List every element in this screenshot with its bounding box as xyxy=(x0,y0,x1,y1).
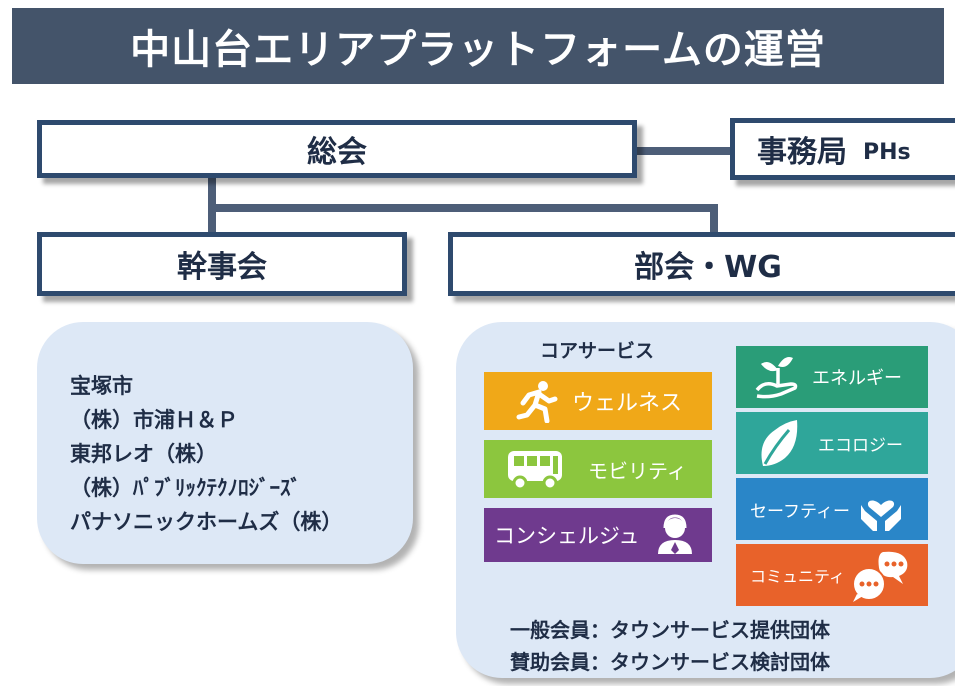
connector-branch-horizontal xyxy=(208,204,718,212)
member-item: 宝塚市 xyxy=(70,374,133,398)
service-label: セーフティー xyxy=(750,501,850,522)
chat-bubbles-icon xyxy=(849,546,913,604)
executive-label: 幹事会 xyxy=(177,250,267,285)
secretariat-tag: PHs xyxy=(863,139,911,165)
membership-general: 一般会員：タウンサービス提供団体 xyxy=(510,618,830,642)
executive-members-panel xyxy=(37,322,413,564)
member-item: 東邦レオ（株） xyxy=(70,442,217,466)
subcommittee-label: 部会・WG xyxy=(634,250,782,285)
membership-supporting: 賛助会員：タウンサービス検討団体 xyxy=(510,650,830,674)
bus-icon xyxy=(504,444,566,494)
service-label: モビリティ xyxy=(588,458,687,483)
subcommittee-box: 部会・WG xyxy=(448,232,955,296)
service-label: コミュニティ xyxy=(750,567,846,586)
service-label: コンシェルジュ xyxy=(494,524,640,548)
connector-branch-right-down xyxy=(710,204,718,234)
service-tile-wellness: ウェルネス xyxy=(484,372,712,430)
service-tile-ecology: エコロジー xyxy=(736,412,928,474)
executive-box: 幹事会 xyxy=(37,232,407,296)
service-label: ウェルネス xyxy=(572,391,683,416)
secretariat-label: 事務局 xyxy=(757,135,847,170)
service-tile-energy: エネルギー xyxy=(736,346,928,408)
secretariat-box: 事務局 PHs xyxy=(730,118,955,180)
member-item: （株）市浦Ｈ＆Ｐ xyxy=(70,408,238,432)
connector-assembly-secretariat xyxy=(634,147,736,155)
service-label: エコロジー xyxy=(818,435,903,456)
page-title: 中山台エリアプラットフォームの運営 xyxy=(130,27,826,73)
core-services-heading: コアサービス xyxy=(540,340,655,362)
service-tile-mobility: モビリティ xyxy=(484,440,712,498)
concierge-icon xyxy=(652,512,698,558)
title-bar: 中山台エリアプラットフォームの運営 xyxy=(12,8,944,84)
heart-hands-icon xyxy=(856,482,906,536)
service-tile-community: コミュニティ xyxy=(736,544,928,606)
member-item: （株）ﾊﾟﾌﾞﾘｯｸﾃｸﾉﾛｼﾞｰｽﾞ xyxy=(70,476,301,500)
leaf-icon xyxy=(752,415,804,471)
general-assembly-label: 総会 xyxy=(307,135,367,170)
sprout-hand-icon xyxy=(750,349,806,405)
service-label: エネルギー xyxy=(812,368,902,389)
member-item: パナソニックホームズ（株） xyxy=(70,510,343,534)
service-tile-concierge: コンシェルジュ xyxy=(484,508,712,562)
running-person-icon xyxy=(512,376,562,426)
service-tile-safety: セーフティー xyxy=(736,478,928,540)
general-assembly-box: 総会 xyxy=(37,120,637,178)
